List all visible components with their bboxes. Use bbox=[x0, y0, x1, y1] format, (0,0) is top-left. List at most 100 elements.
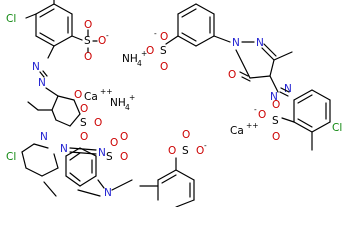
oxygen-atom: O bbox=[110, 137, 118, 149]
bond bbox=[213, 35, 231, 43]
oxygen-atom: O bbox=[182, 129, 190, 141]
sulfur-atom: S bbox=[272, 115, 279, 127]
lower-left-ring bbox=[21, 143, 97, 197]
charge-minus: - bbox=[154, 29, 157, 38]
bond bbox=[33, 143, 49, 149]
oxygen-atom: O bbox=[272, 131, 280, 143]
bottom-right-phenyl-ring bbox=[139, 157, 195, 207]
svg-text:+: + bbox=[141, 49, 147, 58]
bond bbox=[53, 35, 73, 47]
bond bbox=[175, 199, 195, 207]
bond bbox=[261, 47, 275, 61]
bond bbox=[79, 147, 97, 157]
bond bbox=[69, 152, 81, 161]
structure-canvas: Cl S O O O - N N O S O O O Cl N N N bbox=[6, 0, 342, 207]
nitrogen-atom: N bbox=[256, 37, 264, 49]
bond bbox=[69, 172, 81, 182]
oxygen-atom: O bbox=[228, 69, 236, 81]
bond bbox=[39, 32, 55, 42]
bond bbox=[297, 118, 313, 128]
svg-text:4: 4 bbox=[125, 103, 130, 112]
bond bbox=[79, 175, 97, 187]
oxygen-atom: O bbox=[120, 151, 128, 163]
bond bbox=[53, 3, 73, 15]
bond bbox=[21, 143, 35, 153]
bond bbox=[57, 95, 75, 101]
bond bbox=[51, 95, 59, 111]
svg-text:Ca: Ca bbox=[84, 91, 98, 103]
oxygen-atom: O bbox=[258, 109, 266, 121]
sulfur-atom: S bbox=[182, 145, 189, 157]
bond bbox=[263, 43, 277, 57]
bond bbox=[65, 175, 81, 187]
bond bbox=[47, 45, 55, 59]
bond bbox=[249, 75, 271, 79]
oxygen-atom: O bbox=[98, 35, 106, 47]
svg-text:++: ++ bbox=[246, 121, 259, 130]
oxygen-atom: O bbox=[74, 89, 82, 101]
oxygen-atom: O bbox=[94, 117, 102, 129]
charge-minus: - bbox=[204, 141, 207, 150]
svg-text:4: 4 bbox=[137, 59, 142, 68]
bond bbox=[69, 113, 81, 127]
chlorine-atom: Cl bbox=[6, 151, 16, 163]
bond bbox=[165, 35, 179, 45]
bond bbox=[39, 71, 45, 78]
bond bbox=[55, 119, 71, 127]
nitrogen-atom: N bbox=[284, 83, 292, 95]
bond bbox=[25, 13, 37, 19]
lower-left-pyrazolone bbox=[27, 87, 81, 127]
bond bbox=[157, 169, 177, 181]
bond bbox=[273, 51, 293, 61]
charge-minus: - bbox=[254, 105, 257, 114]
bond bbox=[21, 151, 27, 169]
bond bbox=[280, 87, 290, 93]
bond bbox=[195, 35, 215, 47]
nitrogen-atom: N bbox=[40, 131, 48, 143]
bond bbox=[293, 121, 313, 133]
bond bbox=[279, 91, 289, 97]
nitrogen-atom: N bbox=[38, 77, 46, 89]
ammonium-ion-1: NH 4 + bbox=[110, 93, 135, 112]
bond bbox=[235, 49, 251, 79]
svg-text:+: + bbox=[129, 93, 135, 102]
chlorine-atom: Cl bbox=[332, 122, 342, 134]
bond bbox=[53, 153, 59, 169]
charge-minus: - bbox=[106, 31, 109, 40]
bond bbox=[241, 76, 251, 82]
svg-text:++: ++ bbox=[100, 87, 113, 96]
bond bbox=[161, 174, 177, 184]
nitrogen-atom: N bbox=[270, 91, 278, 103]
oxygen-atom: O bbox=[146, 45, 154, 57]
bond bbox=[45, 87, 59, 97]
bond bbox=[181, 32, 197, 42]
bond bbox=[281, 117, 295, 123]
bond bbox=[42, 70, 48, 77]
oxygen-atom: O bbox=[120, 131, 128, 143]
bond bbox=[39, 8, 55, 18]
oxygen-atom: O bbox=[80, 131, 88, 143]
upper-right-pyrazolone bbox=[235, 41, 293, 93]
oxygen-atom: O bbox=[84, 19, 92, 31]
bond bbox=[73, 99, 81, 115]
ammonium-ion-2: NH 4 + bbox=[122, 49, 147, 68]
bond bbox=[269, 59, 275, 77]
sulfur-atom: S bbox=[84, 35, 91, 47]
bond bbox=[97, 179, 105, 189]
sulfur-atom: S bbox=[80, 117, 87, 129]
svg-text:NH: NH bbox=[110, 97, 126, 109]
upper-right-phenyl-ring bbox=[165, 3, 231, 47]
bond bbox=[239, 71, 249, 77]
bond bbox=[111, 179, 133, 191]
sulfur-atom: S bbox=[106, 151, 113, 163]
bond bbox=[77, 189, 101, 197]
calcium-ion-2: Ca ++ bbox=[230, 121, 259, 137]
oxygen-atom: O bbox=[160, 31, 168, 43]
right-aryl-ring bbox=[281, 89, 331, 151]
calcium-ion-1: Ca ++ bbox=[84, 87, 113, 103]
oxygen-atom: O bbox=[84, 51, 92, 63]
bond bbox=[181, 8, 197, 18]
sulfur-atom: S bbox=[160, 45, 167, 57]
oxygen-atom: O bbox=[168, 145, 176, 157]
bond bbox=[311, 121, 331, 133]
